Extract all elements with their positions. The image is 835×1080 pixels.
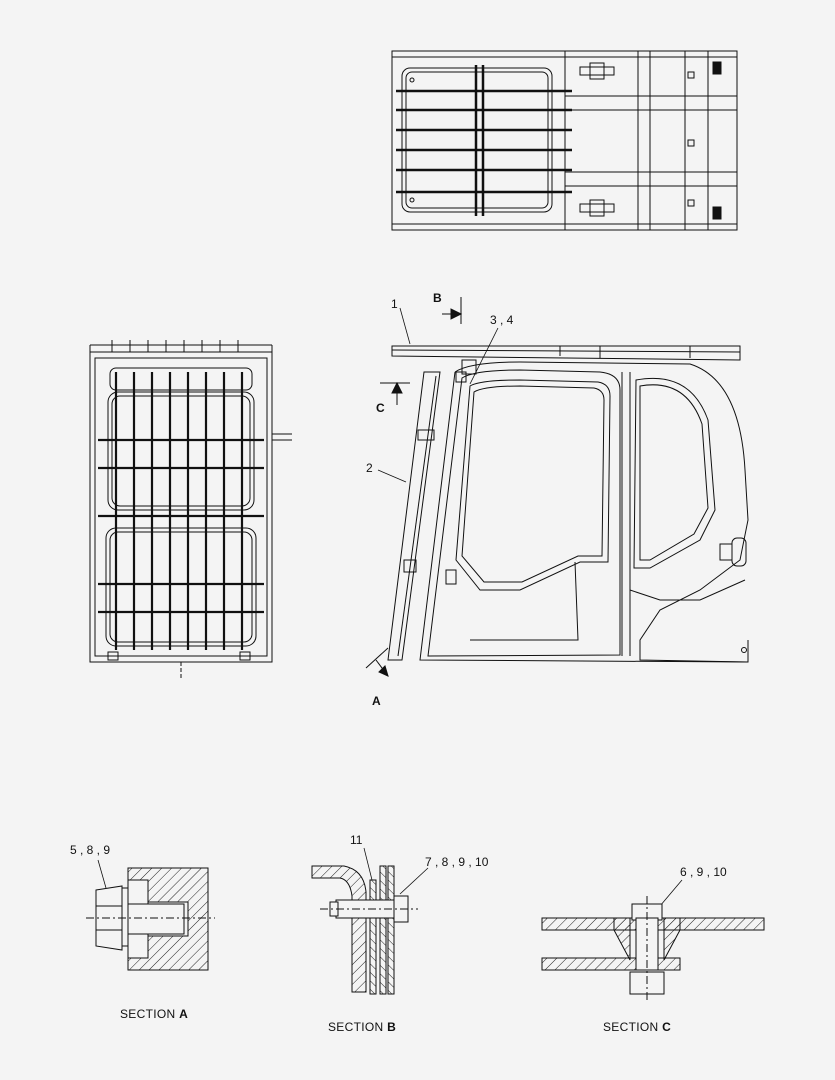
section-marker-a-letter: A	[372, 694, 381, 708]
callout-section-b: 7 , 8 , 9 , 10	[425, 855, 489, 869]
side-view-cab	[387, 345, 749, 663]
callout-3-4: 3 , 4	[490, 313, 514, 327]
section-a-drawing	[86, 867, 215, 971]
section-a-caption: SECTION A	[120, 1007, 188, 1021]
front-view-cab	[89, 340, 292, 680]
callout-2: 2	[366, 461, 373, 475]
top-view-roof	[391, 50, 738, 231]
section-marker-b	[442, 297, 463, 324]
callout-section-b-11: 11	[350, 833, 363, 847]
front-grille-horizontal	[98, 438, 264, 614]
callout-1: 1	[391, 297, 398, 311]
section-marker-b-letter: B	[433, 291, 442, 305]
section-marker-c-letter: C	[376, 401, 385, 415]
callout-section-a: 5 , 8 , 9	[70, 843, 110, 857]
section-marker-a	[365, 647, 389, 677]
front-guard-posts	[111, 340, 239, 352]
front-grille-vertical	[114, 372, 244, 650]
section-c-caption: SECTION C	[603, 1020, 671, 1034]
callout-section-c: 6 , 9 , 10	[680, 865, 727, 879]
roof-guard-bars-vertical	[474, 65, 485, 216]
section-b-drawing	[311, 865, 418, 995]
section-marker-c	[380, 381, 410, 405]
section-c-drawing	[541, 896, 765, 1000]
section-b-caption: SECTION B	[328, 1020, 396, 1034]
leader-lines	[97, 307, 683, 907]
